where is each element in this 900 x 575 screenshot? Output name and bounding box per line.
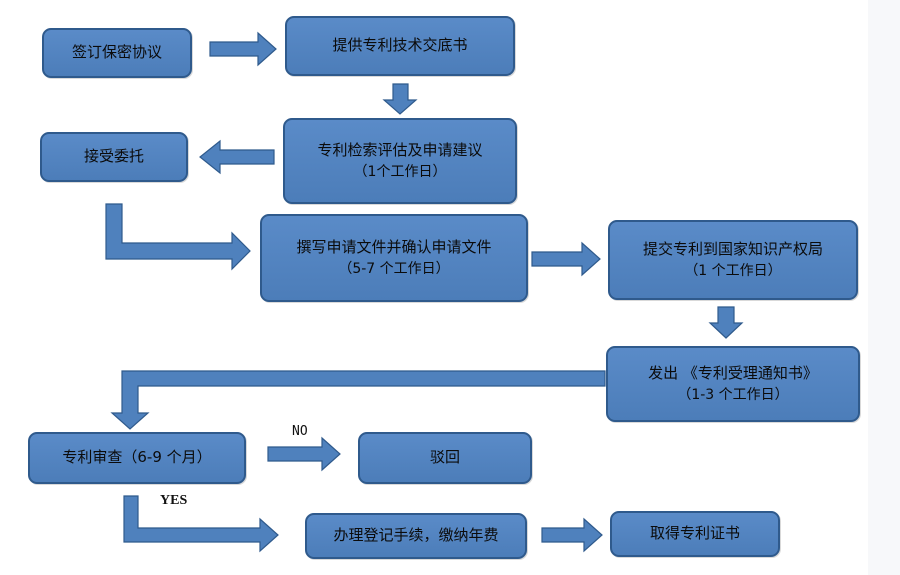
step-duration: （1个工作日）: [353, 163, 447, 180]
step-label: 签订保密协议: [71, 43, 162, 62]
step-registration-fees: 办理登记手续，缴纳年费: [305, 513, 527, 559]
step-examination: 专利审查（6-9 个月）: [28, 432, 246, 484]
arrow-elbow-down: [110, 370, 606, 430]
step-label: 发出 《专利受理通知书》: [648, 363, 818, 382]
step-label: 提交专利到国家知识产权局: [642, 239, 823, 258]
step-draft-application: 撰写申请文件并确认申请文件 （5-7 个工作日）: [260, 214, 528, 302]
step-acceptance-notice: 发出 《专利受理通知书》 （1-3 个工作日）: [606, 346, 860, 422]
arrow-down: [708, 306, 744, 339]
step-label: 专利检索评估及申请建议: [317, 140, 483, 159]
step-label: 提供专利技术交底书: [332, 36, 468, 55]
arrow-right: [267, 436, 341, 472]
arrow-elbow-right: [123, 495, 279, 553]
arrow-right: [541, 517, 603, 553]
step-label: 办理登记手续，缴纳年费: [333, 526, 499, 545]
step-label: 驳回: [429, 448, 460, 467]
step-label: 撰写申请文件并确认申请文件: [296, 237, 492, 256]
right-margin-strip: [868, 0, 900, 575]
arrow-right: [209, 31, 277, 67]
branch-label-no: NO: [292, 424, 308, 439]
branch-label-yes: YES: [160, 493, 188, 508]
arrow-left: [199, 139, 275, 175]
step-submit-cnipa: 提交专利到国家知识产权局 （1 个工作日）: [608, 220, 858, 300]
step-duration: （1 个工作日）: [684, 262, 782, 279]
step-label: 取得专利证书: [649, 524, 740, 543]
step-search-evaluation: 专利检索评估及申请建议 （1个工作日）: [283, 118, 517, 204]
step-sign-nda: 签订保密协议: [42, 28, 192, 78]
step-accept-commission: 接受委托: [40, 132, 188, 182]
arrow-right: [531, 241, 601, 277]
step-provide-disclosure: 提供专利技术交底书: [285, 16, 515, 76]
step-duration: （1-3 个工作日）: [677, 386, 789, 403]
step-label: 接受委托: [83, 147, 144, 166]
step-rejected: 驳回: [358, 432, 532, 484]
arrow-down: [382, 83, 418, 115]
step-duration: （5-7 个工作日）: [338, 260, 450, 277]
step-obtain-certificate: 取得专利证书: [610, 511, 780, 557]
step-label: 专利审查（6-9 个月）: [62, 448, 212, 467]
arrow-elbow-right: [105, 203, 251, 271]
